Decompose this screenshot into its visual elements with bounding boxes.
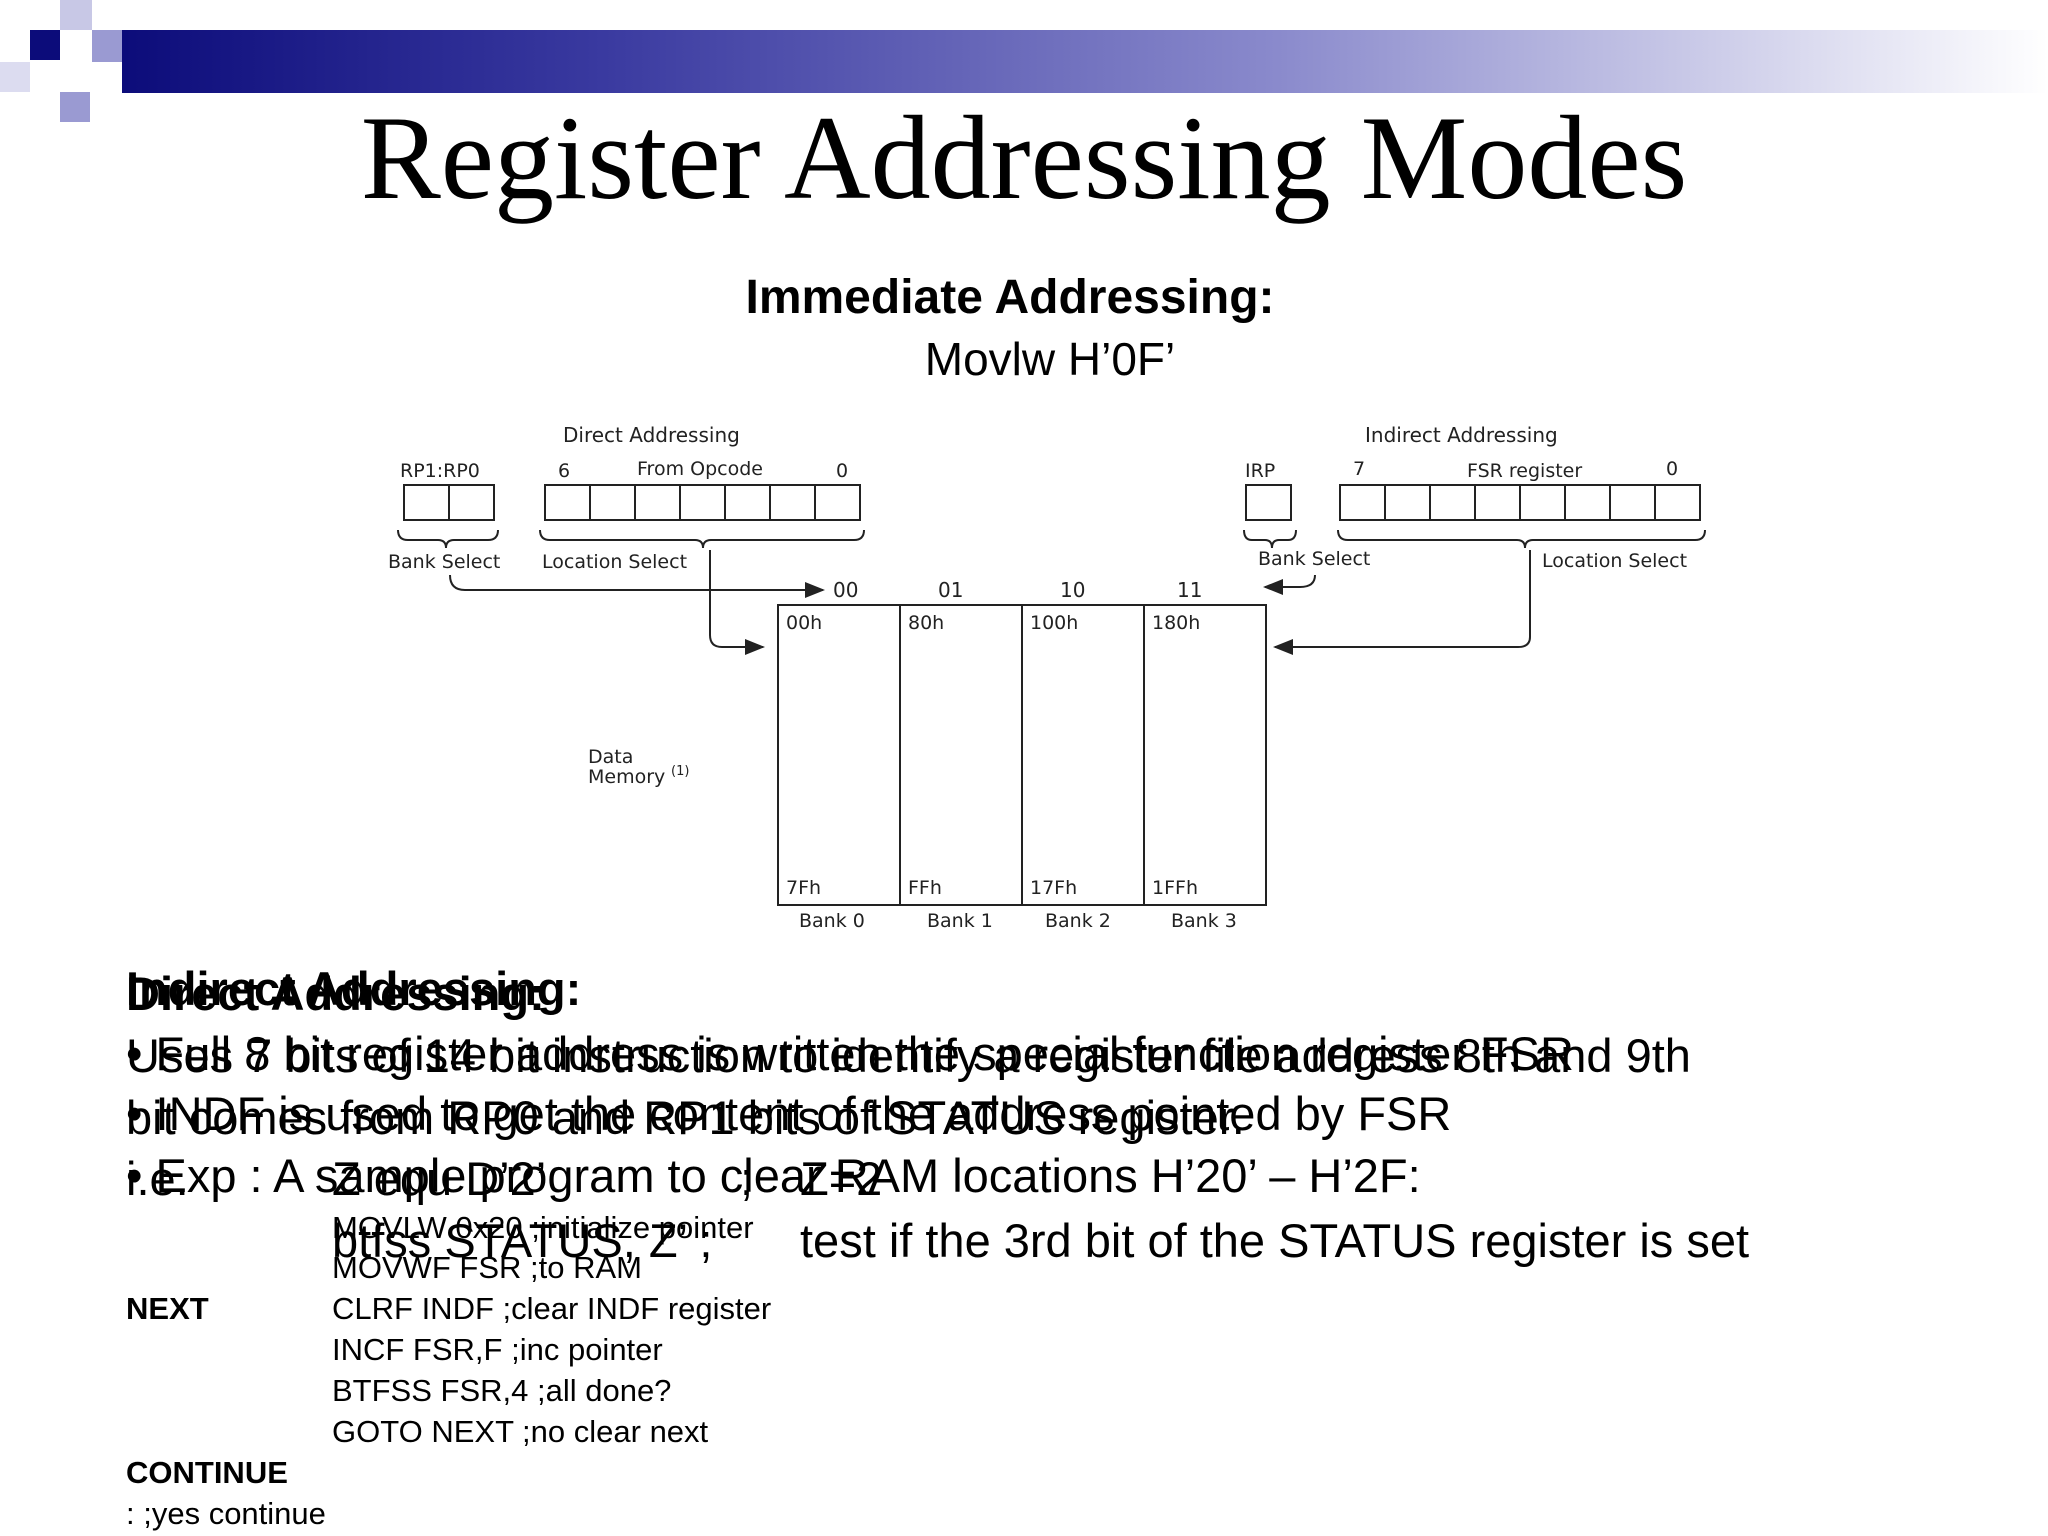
direct-ie-label: i.e. [126, 1152, 189, 1205]
bank1-start-addr: 80h [908, 612, 944, 634]
code-line-6: GOTO NEXT ;no clear next [332, 1414, 709, 1449]
data-memory-note: (1) [671, 764, 689, 779]
slide-title: Register Addressing Modes [360, 91, 1688, 224]
code-label-continue: CONTINUE [126, 1455, 288, 1490]
opcode-bit-high: 6 [558, 460, 570, 482]
direct-bank-select-label: Bank Select [388, 551, 500, 573]
bank2-start-addr: 100h [1030, 612, 1078, 634]
direct-btfss-comment: test if the 3rd bit of the STATUS regist… [800, 1214, 1750, 1267]
irp-label: IRP [1245, 460, 1275, 482]
code-line-5: BTFSS FSR,4 ;all done? [332, 1373, 672, 1408]
indirect-bullet-2: • INDF is used to get the content of the… [126, 1087, 1452, 1140]
bank-code-01: 01 [938, 578, 963, 602]
direct-location-select-label: Location Select [542, 551, 687, 573]
fsr-register-label: FSR register [1467, 460, 1582, 482]
bank3-start-addr: 180h [1152, 612, 1200, 634]
bank2-end-addr: 17Fh [1030, 877, 1077, 899]
bank0-start-addr: 00h [786, 612, 822, 634]
direct-ie-separator: ; [740, 1152, 754, 1205]
bank3-name: Bank 3 [1171, 910, 1237, 932]
indirect-bullet-3: • Exp : A sample program to clear RAM lo… [126, 1149, 1421, 1202]
opcode-bit-low: 0 [836, 460, 848, 482]
bank-code-10: 10 [1060, 578, 1085, 602]
code-line-3: CLRF INDF ;clear INDF register [332, 1291, 772, 1326]
direct-heading: Direct Addressing: [126, 967, 545, 1020]
indirect-bullet-1: • Full 8 bit register address is written… [126, 1027, 1574, 1080]
header-square-dark [30, 30, 60, 60]
header-square-mid [92, 30, 122, 62]
data-memory-label-line1: Data [588, 746, 633, 768]
bank-code-11: 11 [1177, 578, 1202, 602]
indirect-heading: Indirect Addressing: [126, 962, 582, 1015]
indirect-addressing-label: Indirect Addressing [1365, 423, 1558, 447]
bank2-name: Bank 2 [1045, 910, 1111, 932]
header-band [122, 30, 2048, 93]
direct-ie-code: Z equ D’2’ [332, 1152, 547, 1205]
fsr-bit-high: 7 [1353, 458, 1365, 480]
bank0-end-addr: 7Fh [786, 877, 821, 899]
code-label-next: NEXT [126, 1291, 209, 1326]
code-line-4: INCF FSR,F ;inc pointer [332, 1332, 663, 1367]
immediate-example: Movlw H’0F’ [924, 333, 1176, 385]
bank1-name: Bank 1 [927, 910, 993, 932]
indirect-bank-select-label: Bank Select [1258, 548, 1370, 570]
data-memory-label-line2: Memory [588, 766, 665, 788]
fsr-bit-low: 0 [1666, 458, 1678, 480]
header-square-mid-2 [60, 92, 90, 122]
rp-bits-label: RP1:RP0 [400, 460, 480, 482]
direct-btfss-code: btfss STATUS, Z’ ; [332, 1214, 713, 1267]
code-continue-line: : ;yes continue [126, 1496, 326, 1531]
bank1-end-addr: FFh [908, 877, 942, 899]
bank0-name: Bank 0 [799, 910, 865, 932]
bank3-end-addr: 1FFh [1152, 877, 1198, 899]
direct-line-1: Uses 7 bits of 14 bit instruction to ide… [126, 1029, 1691, 1082]
immediate-heading: Immediate Addressing: [745, 271, 1275, 324]
addressing-diagram: Direct Addressing RP1:RP0 6 From Opcode … [388, 423, 1706, 932]
header-square-light [60, 0, 92, 30]
direct-addressing-label: Direct Addressing [563, 423, 740, 447]
indirect-location-select-label: Location Select [1542, 550, 1687, 572]
direct-ie-value: Z=2 [800, 1152, 883, 1205]
header-square-light-2 [0, 62, 30, 92]
direct-line-2: bit comes from RP0 and RP1 bits of STATU… [126, 1091, 1245, 1144]
from-opcode-label: From Opcode [637, 458, 763, 480]
bank-code-00: 00 [833, 578, 858, 602]
code-line-1: MOVLW 0x20 ;initialize pointer [332, 1210, 754, 1245]
code-line-2: MOVWF FSR ;to RAM [332, 1250, 642, 1285]
